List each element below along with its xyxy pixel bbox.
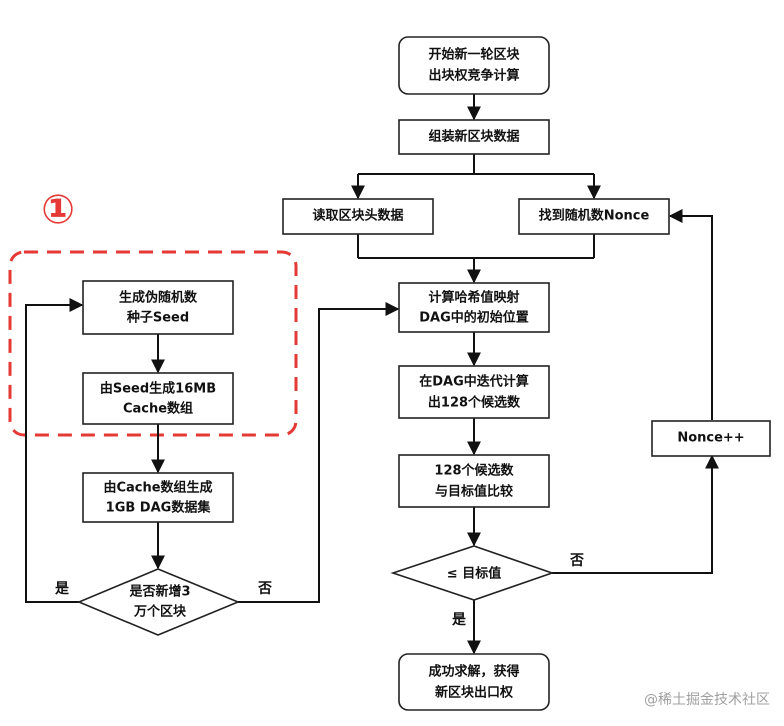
edge-label-yes-bottom: 是 <box>452 612 467 628</box>
highlight-region <box>8 250 298 437</box>
svg-text:新区块出口权: 新区块出口权 <box>435 685 514 701</box>
svg-text:组装新区块数据: 组装新区块数据 <box>428 129 519 145</box>
node-dag: 由Cache数组生成 1GB DAG数据集 <box>82 472 234 523</box>
edge-label-no-right: 否 <box>569 553 584 569</box>
node-success: 成功求解，获得 新区块出口权 <box>398 653 550 711</box>
svg-text:出块权竞争计算: 出块权竞争计算 <box>428 68 519 84</box>
node-assemble: 组装新区块数据 <box>398 119 550 155</box>
node-find-nonce: 找到随机数Nonce <box>518 198 670 235</box>
node-target: ≤ 目标值 <box>390 545 555 601</box>
svg-text:在DAG中迭代计算: 在DAG中迭代计算 <box>419 374 529 390</box>
edge-label-yes-left: 是 <box>55 581 70 597</box>
svg-text:生成伪随机数: 生成伪随机数 <box>119 290 198 306</box>
node-compare: 128个候选数 与目标值比较 <box>398 454 550 508</box>
svg-text:由Seed生成16MB: 由Seed生成16MB <box>100 381 216 397</box>
svg-text:与目标值比较: 与目标值比较 <box>435 484 513 500</box>
svg-text:≤ 目标值: ≤ 目标值 <box>447 566 501 582</box>
svg-text:1GB DAG数据集: 1GB DAG数据集 <box>106 500 212 516</box>
svg-text:计算哈希值映射: 计算哈希值映射 <box>428 290 519 306</box>
node-nonce-inc: Nonce++ <box>651 420 771 457</box>
svg-text:DAG中的初始位置: DAG中的初始位置 <box>419 310 529 326</box>
svg-text:Nonce++: Nonce++ <box>677 431 744 446</box>
node-start: 开始新一轮区块 出块权竞争计算 <box>398 36 550 95</box>
svg-text:找到随机数Nonce: 找到随机数Nonce <box>539 208 650 224</box>
node-cache: 由Seed生成16MB Cache数组 <box>82 372 234 425</box>
svg-text:出128个候选数: 出128个候选数 <box>428 395 521 411</box>
svg-text:Cache数组: Cache数组 <box>123 401 193 417</box>
svg-text:开始新一轮区块: 开始新一轮区块 <box>428 47 520 63</box>
svg-text:读取区块头数据: 读取区块头数据 <box>312 208 403 224</box>
svg-text:成功求解，获得: 成功求解，获得 <box>428 664 519 680</box>
svg-text:是否新增3: 是否新增3 <box>128 584 190 600</box>
node-read-header: 读取区块头数据 <box>282 198 434 235</box>
node-hash: 计算哈希值映射 DAG中的初始位置 <box>398 282 550 333</box>
svg-text:种子Seed: 种子Seed <box>126 310 189 326</box>
node-iterate: 在DAG中迭代计算 出128个候选数 <box>398 365 550 419</box>
step-marker: ① <box>41 187 75 233</box>
svg-text:128个候选数: 128个候选数 <box>434 463 514 479</box>
connectors <box>25 94 719 655</box>
svg-text:由Cache数组生成: 由Cache数组生成 <box>103 480 212 496</box>
edge-label-no-left: 否 <box>257 581 272 597</box>
svg-text:万个区块: 万个区块 <box>133 604 187 620</box>
node-seed: 生成伪随机数 种子Seed <box>82 280 234 335</box>
node-new-blocks: 是否新增3 万个区块 <box>76 568 241 636</box>
watermark: @稀土掘金技术社区 <box>644 692 770 708</box>
